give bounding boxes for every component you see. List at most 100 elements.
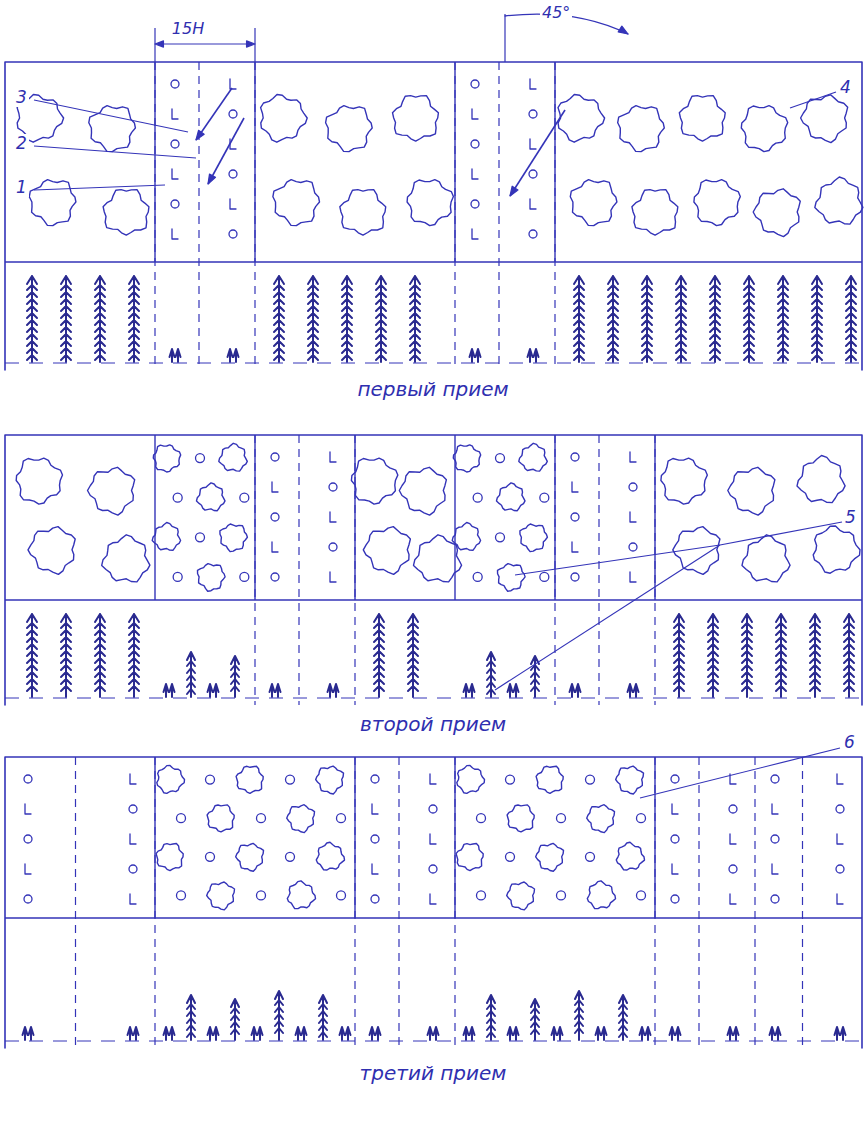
tree-crown bbox=[498, 564, 526, 592]
conifer-tree bbox=[602, 1027, 607, 1040]
seedling-mark bbox=[330, 512, 336, 522]
conifer-tree bbox=[170, 349, 175, 362]
plan-boundary bbox=[554, 435, 555, 600]
extension-line bbox=[504, 14, 505, 62]
conifer-tree bbox=[61, 614, 71, 697]
callout-number: 1 bbox=[14, 178, 29, 197]
young-tree-circle bbox=[286, 775, 295, 784]
seedling-mark bbox=[230, 79, 236, 89]
conifer-tree bbox=[634, 684, 639, 697]
callout-number: 4 bbox=[838, 78, 853, 97]
conifer-tree bbox=[470, 1027, 475, 1040]
ground-line bbox=[5, 363, 862, 364]
strip-boundary-dashed bbox=[254, 435, 255, 705]
young-tree-circle bbox=[286, 852, 295, 861]
conifer-tree bbox=[187, 652, 195, 697]
conifer-tree bbox=[778, 276, 788, 362]
young-tree-circle bbox=[229, 170, 237, 178]
seedling-mark bbox=[172, 109, 178, 119]
conifer-tree bbox=[570, 684, 575, 697]
conifer-tree bbox=[170, 684, 175, 697]
conifer-tree bbox=[374, 614, 384, 697]
conifer-tree bbox=[129, 276, 139, 362]
young-tree-circle bbox=[271, 453, 279, 461]
plan-boundary bbox=[354, 435, 355, 600]
seedling-mark bbox=[272, 542, 278, 552]
conifer-tree bbox=[835, 1027, 840, 1040]
conifer-tree bbox=[275, 991, 283, 1040]
tree-crown bbox=[456, 844, 483, 871]
conifer-tree bbox=[576, 684, 581, 697]
seedling-mark bbox=[772, 804, 778, 814]
conifer-tree bbox=[574, 276, 584, 362]
plan-boundary bbox=[454, 435, 455, 600]
tree-crown bbox=[661, 458, 707, 504]
young-tree-circle bbox=[557, 814, 566, 823]
young-tree-circle bbox=[506, 775, 515, 784]
tree-crown bbox=[679, 96, 725, 142]
tree-crown bbox=[694, 180, 740, 226]
arrow-head bbox=[155, 41, 163, 47]
seedling-mark bbox=[837, 774, 843, 784]
tree-crown bbox=[452, 523, 480, 551]
conifer-tree bbox=[558, 1027, 563, 1040]
seedling-mark bbox=[530, 199, 536, 209]
conifer-tree bbox=[770, 1027, 775, 1040]
young-tree-circle bbox=[629, 543, 637, 551]
conifer-tree bbox=[27, 276, 37, 362]
young-tree-circle bbox=[229, 230, 237, 238]
young-tree-circle bbox=[529, 170, 537, 178]
dimensions-and-arrows bbox=[155, 14, 628, 196]
young-tree-circle bbox=[177, 814, 186, 823]
young-tree-circle bbox=[473, 572, 482, 581]
conifer-tree bbox=[302, 1027, 307, 1040]
conifer-tree bbox=[214, 1027, 219, 1040]
tree-crown bbox=[198, 564, 226, 592]
strip-dashed-line bbox=[298, 435, 299, 705]
tree-crown bbox=[815, 177, 863, 224]
plan-boundary bbox=[454, 62, 455, 262]
tree-crown bbox=[28, 527, 75, 575]
seedling-mark bbox=[130, 774, 136, 784]
strip-boundary-dashed bbox=[554, 435, 555, 705]
seedling-mark bbox=[172, 169, 178, 179]
conifer-tree bbox=[487, 995, 495, 1040]
conifer-tree bbox=[670, 1027, 675, 1040]
tree-crown bbox=[616, 766, 644, 794]
conifer-tree bbox=[470, 349, 475, 362]
young-tree-circle bbox=[337, 814, 346, 823]
conifer-tree bbox=[575, 991, 583, 1040]
conifer-tree bbox=[514, 1027, 519, 1040]
young-tree-circle bbox=[671, 775, 679, 783]
conifer-tree bbox=[676, 1027, 681, 1040]
seedling-mark bbox=[530, 139, 536, 149]
young-tree-circle bbox=[206, 852, 215, 861]
conifer-tree bbox=[487, 652, 495, 697]
tree-crown bbox=[618, 106, 665, 152]
conifer-tree bbox=[208, 1027, 213, 1040]
extension-line bbox=[154, 28, 155, 62]
seedling-mark bbox=[472, 229, 478, 239]
conifer-tree bbox=[846, 276, 856, 362]
conifer-tree bbox=[708, 614, 718, 697]
tree-crown bbox=[536, 766, 563, 793]
callout-number: 5 bbox=[843, 508, 858, 527]
seedling-mark bbox=[837, 894, 843, 904]
young-tree-circle bbox=[637, 891, 646, 900]
plan-boundary bbox=[154, 435, 155, 600]
conifer-tree bbox=[231, 656, 239, 697]
tree-crown bbox=[157, 766, 185, 794]
conifer-tree bbox=[308, 276, 318, 362]
seedling-mark bbox=[430, 834, 436, 844]
tree-crown bbox=[399, 467, 446, 515]
strip-dashed-line bbox=[498, 62, 499, 370]
tree-crown bbox=[273, 180, 320, 226]
young-tree-circle bbox=[571, 453, 579, 461]
conifer-tree bbox=[476, 349, 481, 362]
young-tree-circle bbox=[24, 775, 32, 783]
seedling-mark bbox=[772, 864, 778, 874]
conifer-tree bbox=[742, 614, 752, 697]
young-tree-circle bbox=[836, 865, 844, 873]
